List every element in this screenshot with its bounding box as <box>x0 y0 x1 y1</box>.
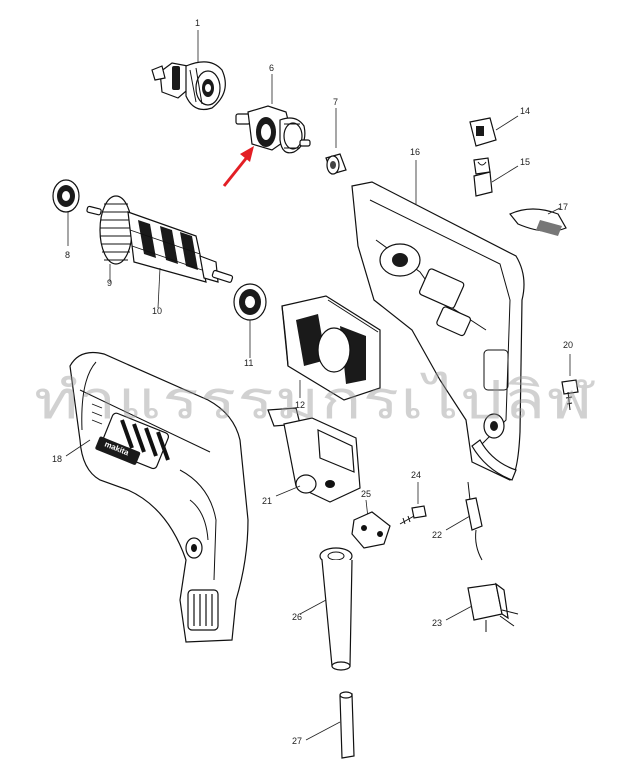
highlight-arrow <box>222 146 254 187</box>
part-20-screw <box>561 354 579 411</box>
part-22-cord-guard <box>445 481 483 561</box>
label-part-12: 12 <box>295 400 305 410</box>
watermark-text: ทำแรรรมกรเไปลิฬ <box>34 371 596 430</box>
part-15-carbon-brush <box>473 157 519 197</box>
label-part-16: 16 <box>410 147 420 157</box>
label-part-23: 23 <box>432 618 442 628</box>
label-part-27: 27 <box>292 736 302 746</box>
part-26-sleeve <box>299 547 353 671</box>
part-7-bushing <box>325 108 347 175</box>
part-23-capacitor <box>445 582 519 632</box>
part-6-spindle-gear <box>235 74 311 154</box>
label-part-6: 6 <box>269 63 274 73</box>
label-part-22: 22 <box>432 530 442 540</box>
part-10-leader <box>157 267 161 309</box>
label-part-7: 7 <box>333 97 338 107</box>
label-part-15: 15 <box>520 157 530 167</box>
label-part-10: 10 <box>152 306 162 316</box>
part-21-switch <box>267 407 361 503</box>
label-part-14: 14 <box>520 106 530 116</box>
part-10-armature <box>86 195 234 283</box>
label-part-20: 20 <box>563 340 573 350</box>
part-11-bearing <box>233 283 267 358</box>
label-part-17: 17 <box>558 202 568 212</box>
label-part-8: 8 <box>65 250 70 260</box>
label-part-1: 1 <box>195 18 200 28</box>
label-part-24: 24 <box>411 470 421 480</box>
part-14-brush-holder <box>469 115 519 147</box>
part-27-cord <box>305 691 355 759</box>
label-part-26: 26 <box>292 612 302 622</box>
part-12-field <box>281 295 381 401</box>
label-part-11: 11 <box>244 358 253 368</box>
part-24-screw <box>399 482 427 525</box>
label-part-9: 9 <box>107 278 112 288</box>
part-1-chuck <box>151 30 226 111</box>
part-25-cord-clamp <box>351 499 391 549</box>
label-part-21: 21 <box>262 496 272 506</box>
label-part-25: 25 <box>361 489 371 499</box>
part-16-housing <box>351 160 525 481</box>
part-17-plate <box>509 207 567 236</box>
part-8-bearing <box>52 179 80 246</box>
part-number-labels: 1 6 7 8 9 10 11 12 14 15 16 17 18 20 21 … <box>52 18 573 746</box>
label-part-18: 18 <box>52 454 62 464</box>
part-18-housing-shell: makita <box>65 351 249 643</box>
